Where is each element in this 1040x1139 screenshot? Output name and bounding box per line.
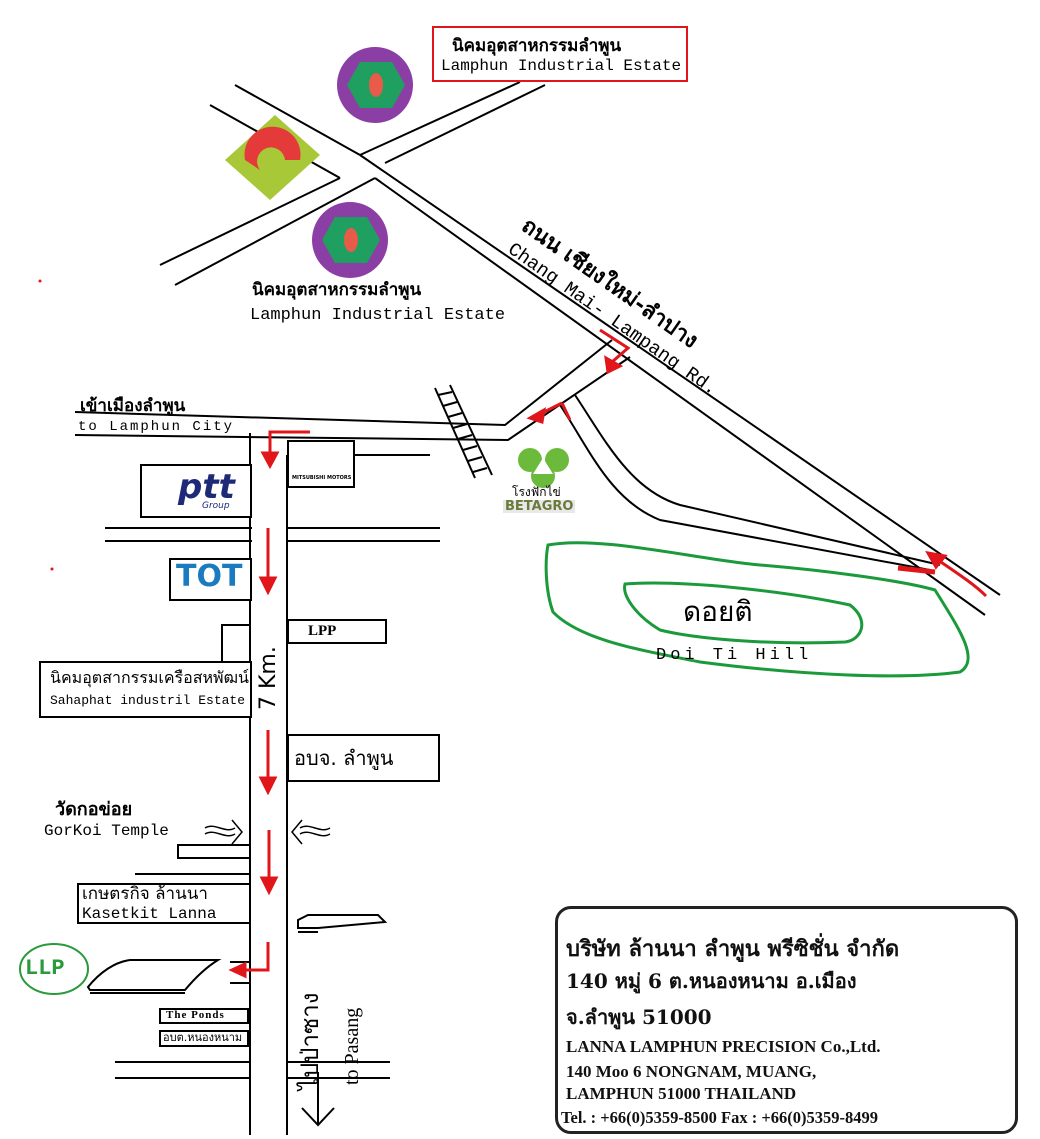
betagro-logo — [518, 448, 569, 488]
lpp-box — [287, 619, 387, 644]
title-english: Lamphun Industrial Estate — [441, 57, 682, 75]
company-name: LANNA LAMPHUN PRECISION Co.,Ltd. — [566, 1037, 881, 1056]
city-road-english: to Lamphun City — [78, 419, 235, 435]
llp-oval — [19, 943, 89, 995]
tot-box — [169, 558, 252, 601]
contact-line: Tel. : +66(0)5359-8500 Fax : +66(0)5359-… — [561, 1108, 878, 1127]
pasang-thai: ไปป่าซาง — [296, 992, 324, 1091]
mitsubishi-box — [287, 440, 355, 488]
connector-road — [74, 356, 631, 442]
ptt-box — [140, 464, 252, 518]
kasetkit-english: Kasetkit Lanna — [82, 905, 217, 923]
distance-label: 7 Km. — [256, 646, 281, 710]
curved-road — [574, 394, 941, 566]
obt-label: อบต.หนองหนาม — [163, 1031, 243, 1044]
address-thai-line2: 140 หมู่ 6 ต.หนองหนาม อ.เมือง — [566, 969, 857, 993]
curved-road — [559, 404, 931, 571]
route-arrows — [228, 328, 988, 979]
highway-edge — [359, 154, 1001, 596]
address-en-line3: LAMPHUN 51000 THAILAND — [566, 1084, 797, 1103]
road-edge — [359, 81, 521, 156]
building-outline — [221, 624, 251, 666]
industrial-estate-logo — [337, 47, 413, 123]
sahaphat-english: Sahaphat industril Estate — [50, 693, 246, 708]
road-edge — [159, 177, 341, 266]
road-edge — [174, 177, 376, 286]
pasang-english: to Pasang — [341, 1007, 363, 1085]
the-ponds-label: The Ponds — [166, 1009, 225, 1021]
highway-edge — [374, 177, 986, 616]
address-card: บริษัท ล้านนา ลำพูน พรีซิชั่น จำกัด 140 … — [555, 906, 1018, 1134]
city-road-thai: เข้าเมืองลำพูน — [80, 396, 186, 416]
ptt-label: ptt — [178, 467, 235, 507]
mitsubishi-label: MITSUBISHI MOTORS — [292, 475, 352, 481]
lpp-label: LPP — [308, 623, 337, 639]
roads — [74, 81, 1001, 1135]
industrial-estate-logo — [312, 202, 388, 278]
address-en-line2: 140 Moo 6 NONGNAM, MUANG, — [566, 1062, 817, 1081]
building-icon — [297, 914, 388, 933]
address-thai-line3: จ.ลำพูน 51000 — [566, 1005, 712, 1029]
connector-road — [74, 339, 613, 427]
address-thai-line1: บริษัท ล้านนา ลำพูน พรีซิชั่น จำกัด — [566, 936, 900, 962]
dot — [38, 279, 42, 283]
bridge-icon — [204, 819, 331, 845]
kasetkit-thai: เกษตรกิจ ล้านนา — [82, 884, 208, 904]
down-arrow-icon — [301, 1072, 335, 1127]
road-edge — [384, 84, 546, 164]
llp-building-icon — [86, 959, 222, 994]
temple-road — [177, 844, 250, 859]
road-edge — [234, 84, 361, 156]
obt-box — [159, 1030, 249, 1047]
betagro-label: BETAGRO — [503, 499, 576, 514]
obj-lamphun-label: อบจ. ลำพูน — [294, 746, 394, 770]
temple-english: GorKoi Temple — [44, 822, 169, 840]
sahaphat-thai: นิคมอุตสากรรมเครือสหพัฒน์ — [50, 668, 249, 687]
hill-english: Doi Ti Hill — [656, 646, 813, 665]
title-box — [432, 26, 688, 82]
estate-label-english: Lamphun Industrial Estate — [250, 306, 506, 325]
the-ponds-box — [159, 1008, 249, 1024]
ptt-sub-label: Group — [202, 501, 230, 511]
railway-icon — [434, 384, 493, 479]
temple-thai: วัดกอข่อย — [55, 799, 133, 820]
doi-ti-hill-outline — [544, 541, 970, 678]
tot-label: TOT — [176, 559, 243, 594]
dot — [50, 567, 54, 571]
kasetkit-box — [77, 883, 251, 924]
llp-label: LLP — [25, 956, 65, 981]
obj-lamphun-box — [287, 734, 440, 782]
bigc-logo — [225, 115, 320, 200]
estate-label-thai: นิคมอุตสาหกรรมลำพูน — [252, 280, 422, 300]
title-thai: นิคมอุตสาหกรรมลำพูน — [452, 36, 622, 56]
sahaphat-box — [39, 661, 252, 718]
betagro-thai: โรงฟักไข่ — [512, 485, 561, 499]
hill-thai: ดอยติ — [683, 595, 753, 628]
